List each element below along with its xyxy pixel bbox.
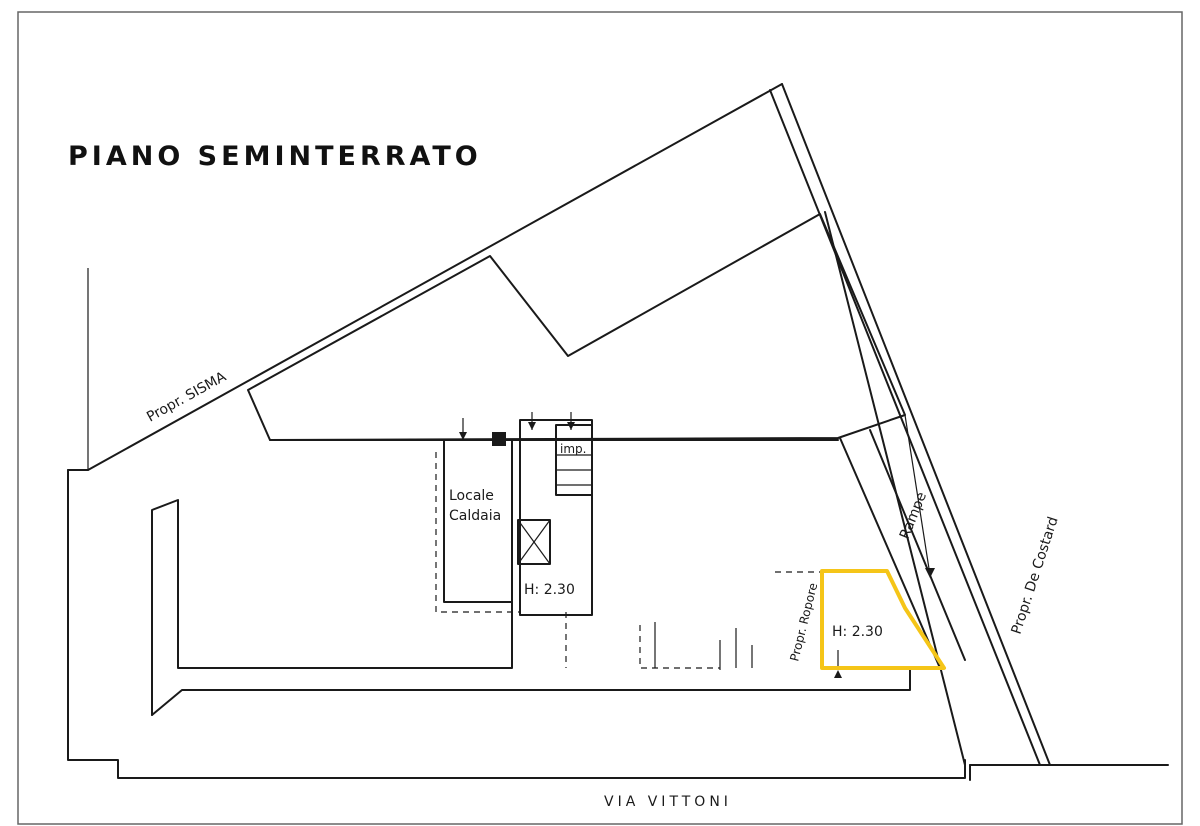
neighbor-east-label: Propr. De Costard: [1009, 515, 1062, 636]
arrow-down-icon: [528, 422, 536, 430]
basement-outline: [67, 429, 1169, 781]
lower-walls: [565, 571, 842, 678]
height-label-core: H: 2.30: [524, 582, 575, 598]
boiler-room-label-2: Caldaia: [449, 508, 501, 524]
neighbor-inner-label: Propr. Ropore: [787, 581, 820, 662]
elevator-shaft: [517, 519, 551, 565]
arrow-down-icon: [459, 432, 467, 440]
stair-core: imp. H: 2.30: [459, 412, 593, 616]
boiler-room: Locale Caldaia: [435, 439, 520, 613]
arrow-up-icon: [834, 670, 842, 678]
ramp: Rampe: [897, 414, 935, 578]
plan-title: PIANO SEMINTERRATO: [68, 141, 482, 172]
neighbor-north-label: Propr. SISMA: [144, 369, 229, 426]
arrow-down-icon: [925, 568, 935, 578]
height-label-highlight: H: 2.30: [832, 624, 883, 640]
boiler-room-label-1: Locale: [449, 488, 494, 504]
stair-tag: imp.: [560, 442, 586, 456]
arrow-down-icon: [567, 422, 575, 430]
street-label: VIA VITTONI: [604, 794, 732, 810]
page-frame: [17, 11, 1183, 825]
highlighted-unit: [820, 569, 946, 670]
chimney-icon: [492, 432, 506, 446]
